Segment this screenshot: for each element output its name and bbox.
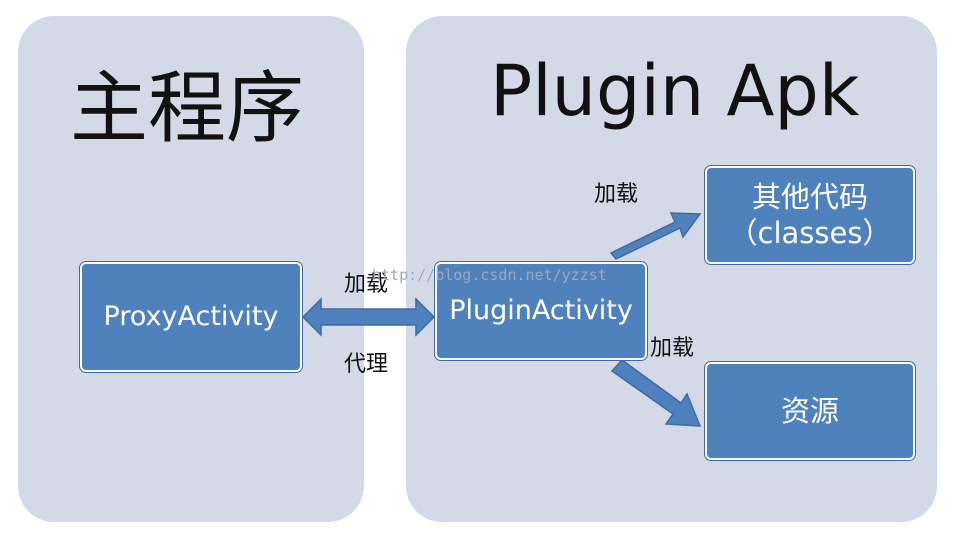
proxy-activity-node: ProxyActivity xyxy=(80,262,302,372)
other-code-label: 其他代码 xyxy=(751,179,868,214)
other-code-sublabel: （classes） xyxy=(728,216,892,250)
edge-label-load-proxy: 加载 xyxy=(344,272,389,297)
resources-label: 资源 xyxy=(780,393,839,428)
main-program-title: 主程序 xyxy=(70,64,305,154)
edge-label-load-resources: 加载 xyxy=(650,336,695,361)
proxy-activity-label: ProxyActivity xyxy=(103,301,279,333)
plugin-activity-node: PluginActivity xyxy=(435,262,647,360)
resources-node: 资源 xyxy=(705,362,915,460)
double-arrow-proxy-plugin xyxy=(301,297,436,337)
watermark: http://blog.csdn.net/yzzst xyxy=(372,266,607,284)
arrow-to-other-code xyxy=(609,212,702,260)
edge-label-load-classes: 加载 xyxy=(594,182,639,207)
plugin-apk-title: Plugin Apk xyxy=(490,50,860,132)
edge-label-proxy: 代理 xyxy=(344,352,389,377)
arrow-to-resources xyxy=(610,358,702,427)
plugin-activity-label: PluginActivity xyxy=(449,295,633,327)
other-code-node: 其他代码 （classes） xyxy=(705,166,915,264)
